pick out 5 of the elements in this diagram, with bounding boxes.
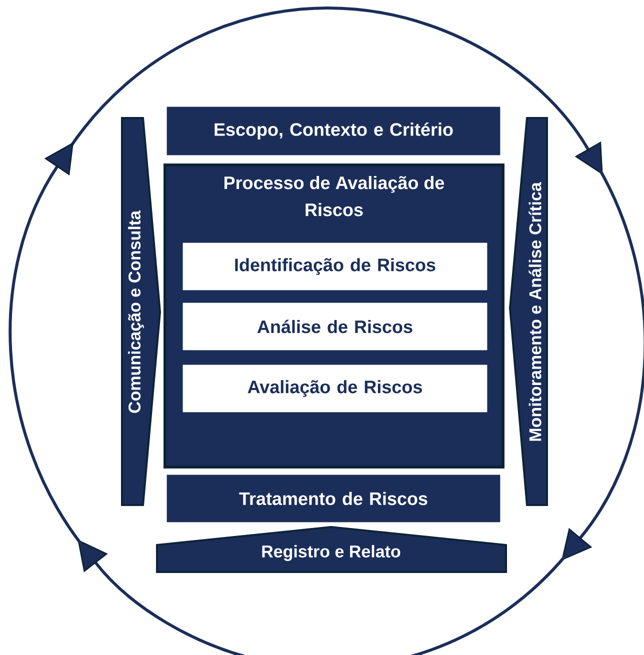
step-box: Identificação de Riscos bbox=[182, 242, 488, 290]
step-box: Avaliação de Riscos bbox=[182, 364, 488, 412]
heading-box: Escopo, Contexto e Critério bbox=[166, 106, 500, 156]
process-box: Tratamento de Riscos bbox=[166, 474, 500, 522]
step-box: Análise de Riscos bbox=[182, 302, 488, 350]
